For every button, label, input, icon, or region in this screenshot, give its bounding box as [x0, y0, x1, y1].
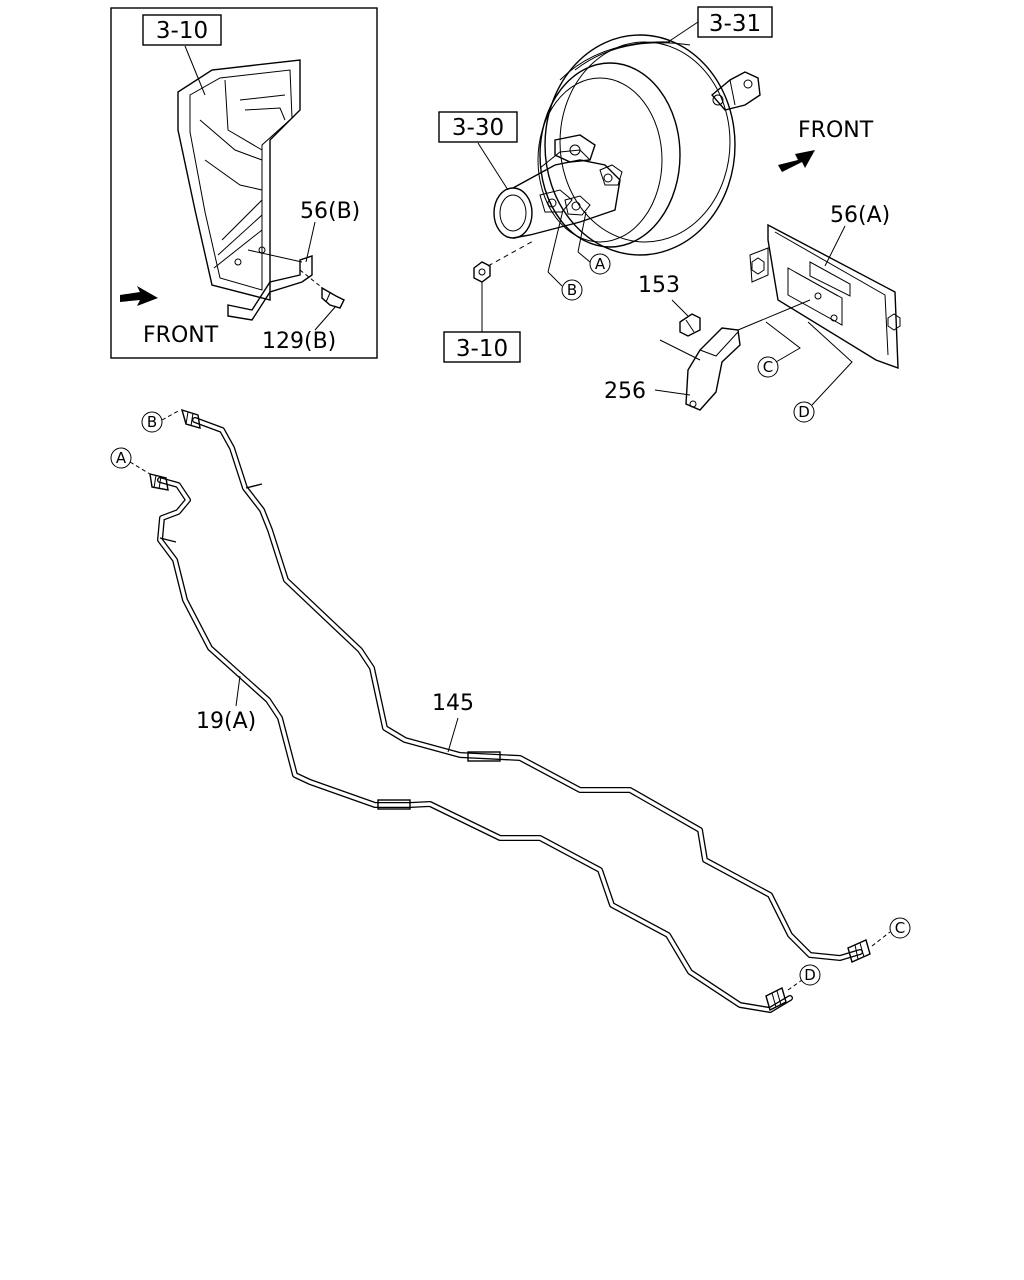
- connector-b-callout-pipe: [141, 411, 163, 433]
- master-cylinder: [493, 134, 623, 239]
- brake-booster: [537, 34, 761, 256]
- pipe-145-leader: [447, 717, 459, 753]
- clip-256-leader: [654, 389, 691, 396]
- booster-ref-leader: [667, 21, 699, 43]
- inset-bolt: [299, 269, 345, 309]
- dash-panel: [177, 59, 301, 301]
- inset-bolt-leader: [314, 305, 337, 331]
- inset-frame: [110, 7, 378, 359]
- bracket-56a-leader: [824, 225, 846, 267]
- connector-d-letter-pipe: D: [804, 966, 816, 984]
- inset-bracket-leader: [305, 221, 316, 263]
- bracket-56a-label: 56(A): [830, 203, 890, 228]
- connector-b-callout: [561, 279, 583, 301]
- inset-bracket-label: 56(B): [300, 199, 360, 224]
- connector-a-callout: [589, 253, 611, 275]
- clip-256: [685, 327, 741, 411]
- main-front-label: FRONT: [798, 118, 874, 143]
- bolt-153-label: 153: [638, 273, 680, 298]
- connector-b-letter-pipe: B: [147, 413, 157, 431]
- bolt-153-icon: [679, 313, 701, 337]
- clip-256-label: 256: [604, 379, 646, 404]
- nut-icon: [473, 261, 491, 283]
- master-cyl-ref-text: 3-30: [452, 115, 504, 141]
- inset-ref-text: 3-10: [156, 18, 208, 44]
- inset-ref-leader: [184, 45, 206, 96]
- connector-d-callout-top: [793, 401, 815, 423]
- pipe-19a-leader: [235, 675, 241, 707]
- nut-guide: [487, 239, 536, 267]
- pipe-145-label: 145: [432, 691, 474, 716]
- inset-panel: 3-10 56(B) 129(: [110, 7, 378, 359]
- connector-a-letter: A: [595, 255, 606, 273]
- connector-b-letter: B: [567, 281, 577, 299]
- connector-d-callout-pipe: [799, 964, 821, 986]
- inset-bolt-label: 129(B): [262, 329, 336, 354]
- master-cyl-ref-box: [438, 111, 518, 143]
- inset-front-label: FRONT: [143, 323, 219, 348]
- connector-d-letter-top: D: [798, 403, 810, 421]
- inset-ref-box: [142, 14, 222, 46]
- connector-c-letter-pipe: C: [895, 919, 905, 937]
- connector-c-callout-top: [757, 356, 779, 378]
- inset-bracket: [227, 249, 313, 321]
- pipe-19a-label: 19(A): [196, 709, 256, 734]
- bolt-153-leader: [671, 299, 689, 317]
- connector-c-callout-pipe: [889, 917, 911, 939]
- inset-front-arrow-icon: [120, 286, 158, 306]
- pipe-19a: [149, 473, 793, 1013]
- connector-a-callout-pipe: [110, 447, 132, 469]
- connector-c-letter-top: C: [763, 358, 773, 376]
- master-cyl-ref-leader: [477, 142, 509, 191]
- main-front-arrow-icon: [778, 150, 815, 172]
- connector-a-letter-pipe: A: [116, 449, 127, 467]
- bracket-56a: [749, 223, 901, 370]
- pipe-145: [180, 408, 871, 963]
- booster-ref-text: 3-31: [709, 11, 761, 37]
- nut-ref-text: 3-10: [456, 336, 508, 362]
